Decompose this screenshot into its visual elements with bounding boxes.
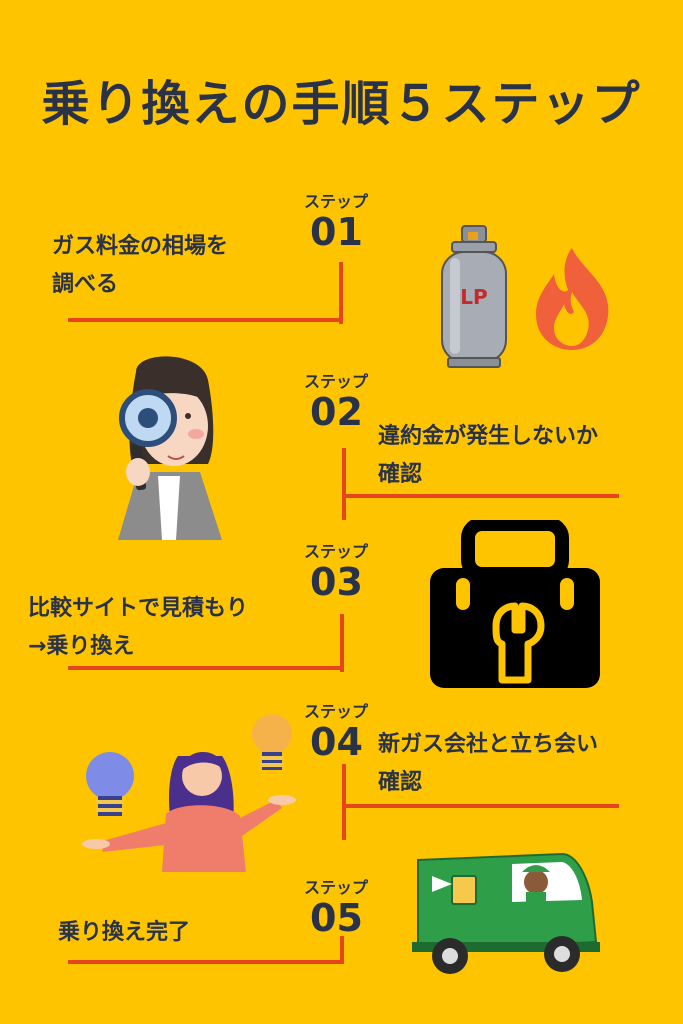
step-1-text: ガス料金の相場を 調べる (52, 228, 228, 304)
flame-icon (536, 248, 609, 350)
step-2-text-line-2: 確認 (378, 462, 423, 487)
step-4-underline (342, 804, 619, 808)
step-3-underline (68, 666, 344, 670)
step-2-text-line-1: 違約金が発生しないか (378, 424, 599, 449)
step-4-text-line-1: 新ガス会社と立ち会い (378, 732, 599, 757)
step-3-text-line-1: 比較サイトで見積もり (28, 596, 249, 621)
step-2-underline (342, 494, 619, 498)
step-2-text: 違約金が発生しないか 確認 (378, 418, 598, 494)
step-4-text: 新ガス会社と立ち会い 確認 (378, 726, 598, 802)
step-4-text-line-2: 確認 (378, 770, 423, 795)
lp-gas-cylinder-icon: LP (441, 225, 507, 368)
step-1-label: ステップ (304, 192, 369, 211)
step-2-number: 02 (310, 390, 363, 434)
step-5-connector (340, 936, 344, 964)
step-5-underline (68, 960, 344, 964)
step-2-label: ステップ (304, 372, 369, 391)
step-4-connector (342, 764, 346, 840)
cylinder-label: LP (460, 285, 487, 309)
delivery-truck-icon (412, 852, 600, 974)
step-1-text-line-2: 調べる (52, 272, 119, 297)
step-1-connector (339, 262, 343, 324)
step-2-connector (342, 448, 346, 520)
woman-lightbulbs-icon (82, 714, 296, 872)
step-5-text-line-1: 乗り換え完了 (58, 920, 191, 945)
step-4-number: 04 (310, 720, 363, 764)
woman-magnifier-icon (118, 356, 222, 540)
page-title: 乗り換えの手順５ステップ (41, 76, 642, 132)
step-1-underline (68, 318, 343, 322)
step-4-label: ステップ (304, 702, 369, 721)
step-5-text: 乗り換え完了 (58, 914, 190, 952)
step-5-label: ステップ (304, 878, 369, 897)
step-3-connector (340, 614, 344, 672)
step-3-text-line-2: →乗り換え (28, 634, 135, 659)
step-3-number: 03 (310, 560, 363, 604)
step-3-text: 比較サイトで見積もり →乗り換え (28, 590, 248, 666)
step-1-number: 01 (310, 210, 363, 254)
toolbox-icon (430, 520, 600, 688)
step-1-text-line-1: ガス料金の相場を (52, 234, 229, 259)
step-5-number: 05 (310, 896, 363, 940)
step-3-label: ステップ (304, 542, 369, 561)
